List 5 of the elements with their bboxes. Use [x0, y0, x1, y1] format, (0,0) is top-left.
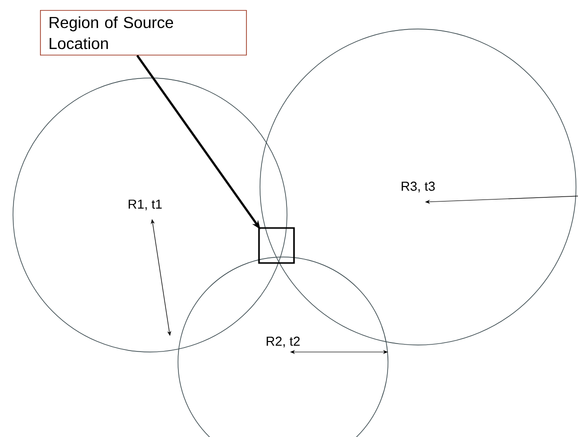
- highlight-square: [258, 227, 295, 264]
- circle-label: R1, t1: [128, 200, 162, 210]
- circle-label: R2, t2: [266, 336, 300, 348]
- text-box: Region of Source Location: [40, 10, 247, 56]
- circle-label: R3, t3: [402, 182, 435, 192]
